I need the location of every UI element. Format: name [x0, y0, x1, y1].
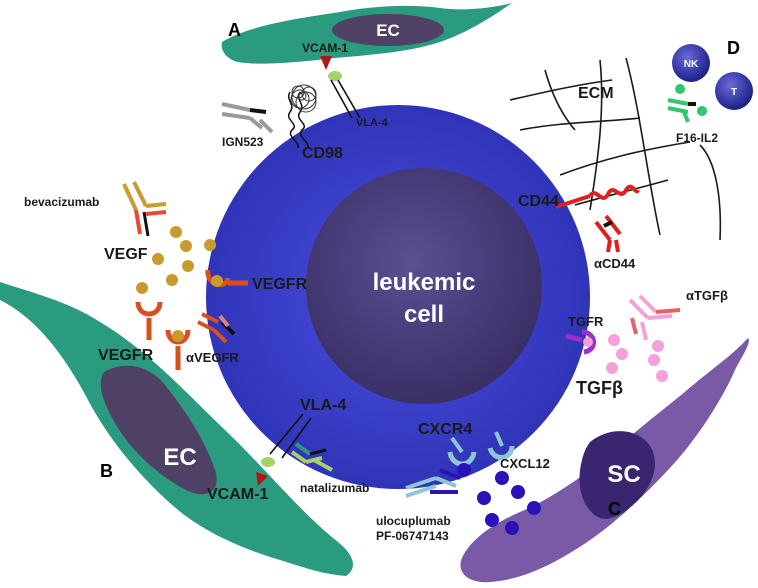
vla4-top-receptor: VLA-4 [328, 71, 389, 129]
acd44-antibody: αCD44 [594, 214, 636, 271]
ulocuplumab-label: ulocuplumab [376, 514, 451, 528]
f16il2-label: F16-IL2 [676, 131, 718, 145]
bevacizumab-antibody [122, 181, 167, 237]
cd98-label: CD98 [302, 145, 343, 162]
cxcr4-label: CXCR4 [418, 421, 472, 438]
cd44-receptor: CD44 [518, 184, 640, 210]
vcam1-top-receptor: VCAM-1 [302, 41, 348, 70]
pf-label: PF-06747143 [376, 529, 449, 543]
vegfr-ec-label: VEGFR [98, 347, 154, 364]
natalizumab-label: natalizumab [300, 481, 369, 495]
stromal-cell: SC [460, 338, 749, 583]
sc-label: SC [607, 461, 640, 488]
t-label: T [731, 87, 737, 98]
endothelial-cell-top: EC [221, 3, 512, 64]
vegf-molecules [136, 226, 216, 294]
ec-left-label: EC [163, 444, 196, 471]
cd98-receptor: CD98 [287, 84, 343, 162]
atgfb-label: αTGFβ [686, 288, 728, 303]
leukemic-cell: leukemic cell [206, 105, 590, 489]
panel-c-label: C [608, 499, 621, 519]
ec-left-nucleus [100, 365, 217, 495]
cd44-label: CD44 [518, 193, 559, 210]
panel-a-label: A [228, 20, 241, 40]
nk-cell: NK [672, 44, 710, 82]
vegf-label: VEGF [104, 246, 148, 263]
sc-nucleus [579, 431, 655, 519]
vegfr-cell-label: VEGFR [252, 276, 308, 293]
avegfr-antibody: αVEGFR [186, 312, 239, 365]
vcam1-bottom-marker [256, 472, 268, 486]
vcam1-top-marker [320, 56, 332, 70]
cxcl12-label: CXCL12 [500, 456, 550, 471]
endothelial-cell-left: EC [0, 282, 353, 576]
vegfr-cell-receptor: VEGFR [205, 269, 308, 293]
vla4-bottom-receptor: VLA-4 [261, 397, 346, 467]
tgfr-receptor: TGFR [565, 314, 604, 355]
vcam1-bottom-receptor: VCAM-1 [207, 472, 268, 503]
acd44-label: αCD44 [594, 256, 636, 271]
cd98-tangle [290, 84, 317, 113]
f16il2-antibody: F16-IL2 [667, 84, 718, 145]
bevacizumab-label: bevacizumab [24, 195, 99, 209]
panel-d-label: D [727, 38, 740, 58]
natalizumab-antibody: natalizumab [290, 442, 369, 495]
vla4-bottom-label: VLA-4 [300, 397, 346, 414]
vcam1-bottom-label: VCAM-1 [207, 486, 268, 503]
ign523-antibody: IGN523 [221, 102, 274, 149]
ec-top-label: EC [376, 21, 400, 40]
nk-label: NK [684, 59, 699, 70]
cell-label-line1: leukemic [373, 269, 476, 296]
vla4-top-label: VLA-4 [356, 117, 389, 129]
atgfb-antibody: αTGFβ [628, 288, 728, 341]
ec-top-nucleus [332, 14, 444, 46]
panel-b-label: B [100, 461, 113, 481]
vegfr-ec-receptors: VEGFR [98, 301, 191, 370]
cell-label-line2: cell [404, 301, 444, 328]
cxcl12-molecules [457, 463, 541, 535]
tgfb-molecules [606, 334, 668, 382]
leukemic-cell-nucleus [306, 168, 542, 404]
cxcr4-receptors: CXCR4 [418, 421, 515, 467]
ulocuplumab-antibody: ulocuplumab PF-06747143 [376, 468, 461, 543]
avegfr-label: αVEGFR [186, 350, 239, 365]
tgfr-label: TGFR [568, 314, 604, 329]
tgfb-label: TGFβ [576, 378, 623, 398]
ecm-label: ECM [578, 85, 614, 102]
ign523-label: IGN523 [222, 135, 264, 149]
vcam1-top-label: VCAM-1 [302, 41, 348, 55]
t-cell: T [715, 72, 753, 110]
